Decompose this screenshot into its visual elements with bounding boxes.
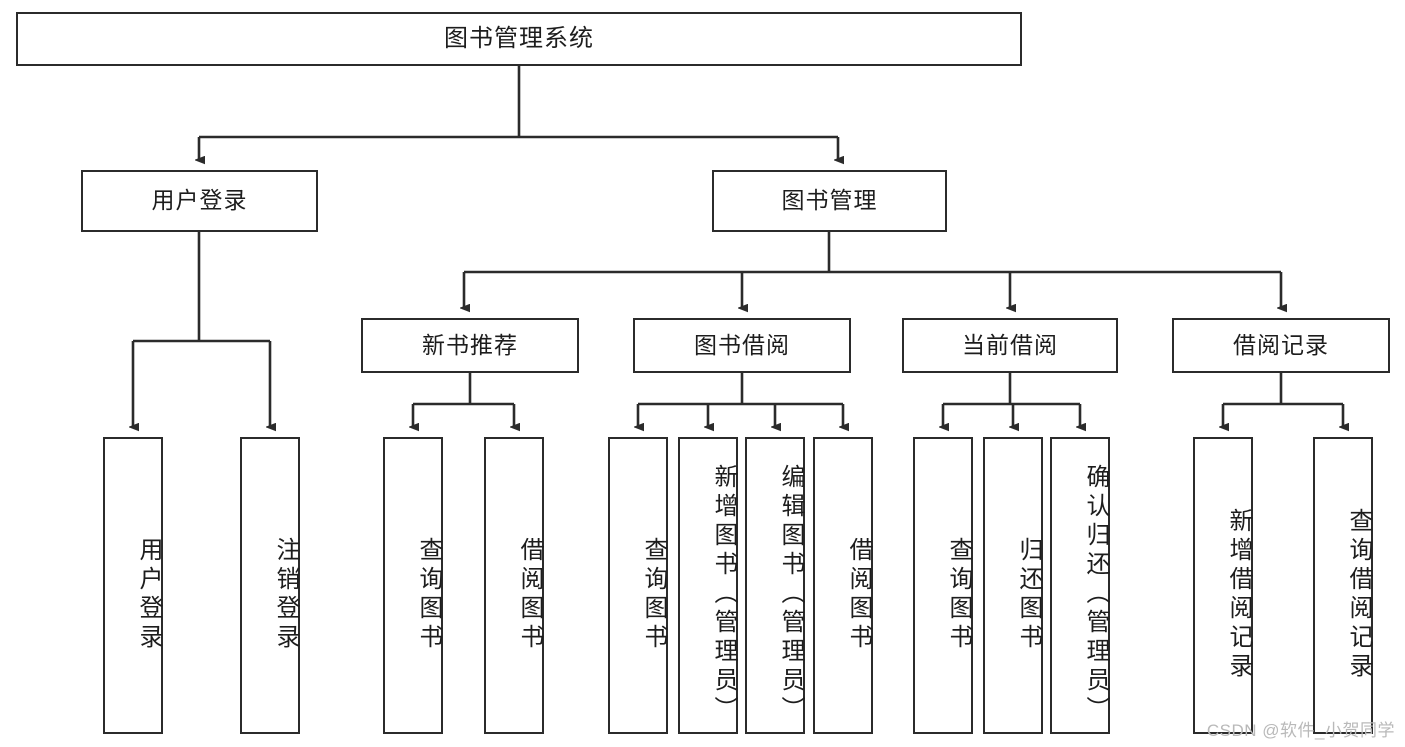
- leaf-label: 查询图书: [640, 536, 667, 653]
- leaf-label: 查询图书: [945, 536, 972, 653]
- leaf-label: 注销登录: [272, 536, 299, 653]
- node-borrow-record[interactable]: 借阅记录: [1172, 318, 1390, 373]
- leaf-record-query-record[interactable]: 查询借阅记录: [1313, 437, 1373, 734]
- watermark: CSDN @软件_小贺同学: [1206, 721, 1395, 740]
- node-current-borrow[interactable]: 当前借阅: [902, 318, 1118, 373]
- leaf-label: 新增图书（管理员）: [710, 464, 737, 725]
- leaf-borrow-query-book[interactable]: 查询图书: [608, 437, 668, 734]
- node-root-label: 图书管理系统: [444, 24, 594, 52]
- leaf-label: 借阅图书: [845, 536, 872, 653]
- node-user-login[interactable]: 用户登录: [81, 170, 318, 232]
- leaf-recommend-query-book[interactable]: 查询图书: [383, 437, 443, 734]
- node-book-borrow[interactable]: 图书借阅: [633, 318, 851, 373]
- node-new-book-recommend-label: 新书推荐: [422, 331, 518, 358]
- node-book-management[interactable]: 图书管理: [712, 170, 947, 232]
- leaf-label: 编辑图书（管理员）: [777, 464, 804, 725]
- leaf-label: 借阅图书: [516, 536, 543, 653]
- node-root-system[interactable]: 图书管理系统: [16, 12, 1022, 66]
- node-new-book-recommend[interactable]: 新书推荐: [361, 318, 579, 373]
- node-current-borrow-label: 当前借阅: [962, 331, 1058, 358]
- leaf-borrow-borrow-book[interactable]: 借阅图书: [813, 437, 873, 734]
- leaf-label: 归还图书: [1015, 536, 1042, 653]
- leaf-label: 查询借阅记录: [1345, 507, 1372, 682]
- leaf-record-add-record[interactable]: 新增借阅记录: [1193, 437, 1253, 734]
- leaf-current-return-book[interactable]: 归还图书: [983, 437, 1043, 734]
- leaf-label: 确认归还（管理员）: [1082, 464, 1109, 725]
- leaf-label: 用户登录: [135, 536, 162, 653]
- node-book-management-label: 图书管理: [781, 187, 878, 214]
- leaf-label: 查询图书: [415, 536, 442, 653]
- node-borrow-record-label: 借阅记录: [1233, 331, 1329, 358]
- node-book-borrow-label: 图书借阅: [694, 331, 790, 358]
- leaf-current-confirm-return-admin[interactable]: 确认归还（管理员）: [1050, 437, 1110, 734]
- leaf-user-login-signout[interactable]: 注销登录: [240, 437, 300, 734]
- leaf-borrow-edit-book-admin[interactable]: 编辑图书（管理员）: [745, 437, 805, 734]
- node-user-login-label: 用户登录: [151, 187, 248, 214]
- leaf-current-query-book[interactable]: 查询图书: [913, 437, 973, 734]
- leaf-user-login-signin[interactable]: 用户登录: [103, 437, 163, 734]
- leaf-recommend-borrow-book[interactable]: 借阅图书: [484, 437, 544, 734]
- leaf-borrow-add-book-admin[interactable]: 新增图书（管理员）: [678, 437, 738, 734]
- leaf-label: 新增借阅记录: [1225, 507, 1252, 682]
